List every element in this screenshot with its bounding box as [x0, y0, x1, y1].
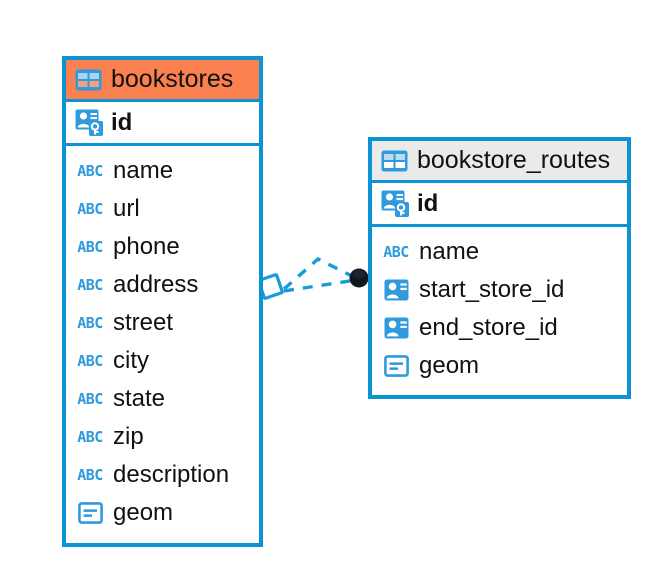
field-row-geom[interactable]: geom: [75, 494, 249, 532]
filled-circle-marker: [349, 268, 369, 288]
field-row-description[interactable]: ABC description: [75, 456, 249, 494]
abc-icon: ABC: [77, 313, 103, 332]
abc-icon: ABC: [77, 427, 103, 446]
abc-icon: ABC: [77, 465, 103, 484]
field-label: address: [113, 271, 199, 299]
field-label: start_store_id: [419, 276, 565, 304]
field-label: name: [113, 157, 174, 185]
field-label: geom: [419, 352, 480, 380]
field-label: name: [419, 238, 480, 266]
field-row-name[interactable]: ABC name: [381, 233, 617, 271]
primary-key-row-bookstore-routes[interactable]: id: [372, 183, 627, 227]
field-row-name[interactable]: ABC name: [75, 152, 249, 190]
entity-title: bookstores: [111, 65, 234, 93]
relationship-line-lower: [283, 278, 357, 293]
field-label: phone: [113, 233, 180, 261]
primary-key-icon: [75, 109, 103, 136]
field-row-street[interactable]: ABC street: [75, 304, 249, 342]
field-label: end_store_id: [419, 314, 558, 342]
field-label: city: [113, 347, 149, 375]
entity-title: bookstore_routes: [417, 146, 611, 174]
abc-icon: ABC: [77, 351, 103, 370]
field-label: url: [113, 195, 140, 223]
primary-key-label: id: [111, 108, 133, 136]
entity-header-bookstore-routes[interactable]: bookstore_routes: [372, 141, 627, 183]
relationship-connector[interactable]: [252, 244, 374, 304]
relationship-line-upper: [282, 256, 357, 291]
field-row-start-store-id[interactable]: start_store_id: [381, 271, 617, 309]
field-label: zip: [113, 423, 144, 451]
abc-icon: ABC: [77, 275, 103, 294]
field-row-phone[interactable]: ABC phone: [75, 228, 249, 266]
table-icon: [75, 69, 102, 91]
field-row-geom[interactable]: geom: [381, 347, 617, 385]
field-row-city[interactable]: ABC city: [75, 342, 249, 380]
field-row-url[interactable]: ABC url: [75, 190, 249, 228]
entity-header-bookstores[interactable]: bookstores: [66, 60, 259, 102]
field-row-state[interactable]: ABC state: [75, 380, 249, 418]
foreign-key-icon: [381, 277, 411, 303]
abc-icon: ABC: [77, 237, 103, 256]
entity-bookstores[interactable]: bookstores id ABC: [62, 56, 263, 547]
field-label: street: [113, 309, 174, 337]
primary-key-row-bookstores[interactable]: id: [66, 102, 259, 146]
field-label: description: [113, 461, 230, 489]
field-row-zip[interactable]: ABC zip: [75, 418, 249, 456]
field-label: geom: [113, 499, 174, 527]
field-list-bookstore-routes: ABC name start_store_id: [372, 227, 627, 393]
primary-key-icon: [381, 190, 409, 217]
foreign-key-icon: [381, 315, 411, 341]
abc-icon: ABC: [77, 161, 103, 180]
abc-icon: ABC: [77, 389, 103, 408]
field-row-end-store-id[interactable]: end_store_id: [381, 309, 617, 347]
field-list-bookstores: ABC name ABC url ABC phone ABC address A…: [66, 146, 259, 540]
abc-icon: ABC: [77, 199, 103, 218]
table-icon: [381, 150, 408, 172]
field-label: state: [113, 385, 166, 413]
entity-bookstore-routes[interactable]: bookstore_routes id ABC: [368, 137, 631, 399]
primary-key-label: id: [417, 189, 439, 217]
geometry-icon: [381, 353, 411, 379]
geometry-icon: [75, 500, 105, 526]
abc-icon: ABC: [383, 242, 409, 261]
field-row-address[interactable]: ABC address: [75, 266, 249, 304]
